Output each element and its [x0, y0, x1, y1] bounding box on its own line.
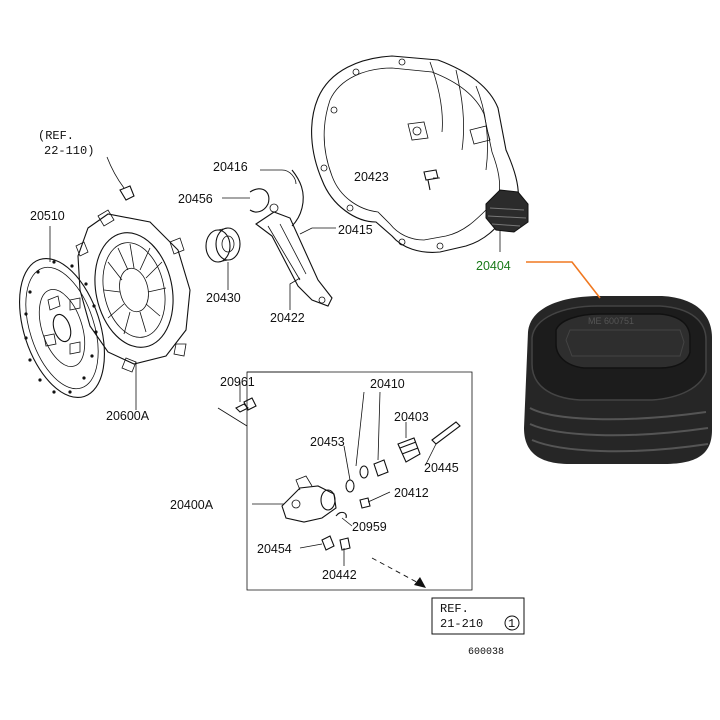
- bolt-20454: [321, 535, 335, 551]
- bearing-clip: [249, 188, 270, 213]
- label-20410: 20410: [370, 377, 405, 391]
- ref-circle: [504, 615, 520, 631]
- clip-20959: [335, 511, 347, 519]
- release-fork: [255, 203, 333, 307]
- label-20442: 20442: [322, 568, 357, 582]
- clutch-disc: [19, 257, 105, 399]
- seal-20453: [345, 479, 355, 493]
- ref-arrow: [371, 557, 426, 588]
- label-20400A: 20400A: [170, 498, 214, 512]
- clutch-housing: [311, 55, 529, 253]
- label-20422: 20422: [270, 311, 305, 325]
- detail-box-outline: [246, 371, 473, 591]
- ref-box: [431, 597, 525, 635]
- label-20403: 20403: [394, 410, 429, 424]
- ref-top-line2: 22-110): [44, 144, 94, 158]
- ref-bottom-circled: 1: [508, 617, 515, 631]
- cap-20442: [339, 537, 351, 551]
- pilot-bushing: [106, 156, 135, 201]
- label-20416: 20416: [213, 160, 248, 174]
- piston-cups: [359, 459, 389, 479]
- label-20404: 20404: [476, 259, 511, 273]
- label-20423: 20423: [354, 170, 389, 184]
- label-20456: 20456: [178, 192, 213, 206]
- release-spring: [291, 169, 304, 227]
- bleeder: [359, 497, 371, 509]
- release-cylinder: [281, 475, 337, 523]
- label-20415: 20415: [338, 223, 373, 237]
- shift-boot-photo: ME 600751: [524, 296, 712, 464]
- push-rod: [431, 421, 461, 445]
- release-bearing: [205, 227, 241, 263]
- leader-lines: [49, 169, 601, 566]
- label-20454: 20454: [257, 542, 292, 556]
- pressure-plate: [75, 209, 191, 373]
- ref-bottom-line1: REF.: [440, 602, 469, 616]
- label-20430: 20430: [206, 291, 241, 305]
- boot-20403: [397, 437, 421, 463]
- label-20959: 20959: [352, 520, 387, 534]
- boot-marking: ME 600751: [588, 316, 634, 326]
- label-20600A: 20600A: [106, 409, 150, 423]
- label-20412: 20412: [394, 486, 429, 500]
- highlight-leader: [526, 261, 601, 299]
- detail-box-link: [217, 371, 320, 427]
- label-20961: 20961: [220, 375, 255, 389]
- bolt-20961: [235, 397, 257, 413]
- ref-top-line1: (REF.: [38, 129, 74, 143]
- label-20445: 20445: [424, 461, 459, 475]
- label-20453: 20453: [310, 435, 345, 449]
- drawing-number: 600038: [468, 647, 504, 658]
- label-20510: 20510: [30, 209, 65, 223]
- ref-bottom-line2: 21-210: [440, 617, 483, 631]
